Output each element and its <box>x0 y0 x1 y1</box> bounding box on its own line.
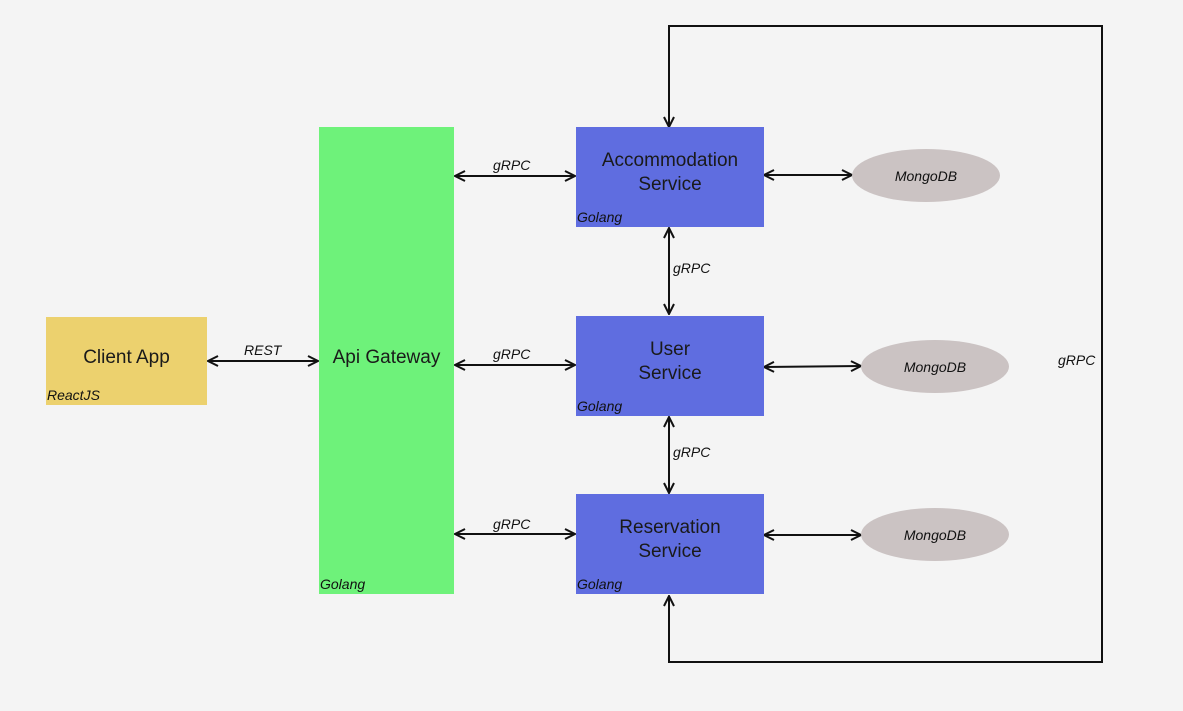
reservation-service-box: Reservation Service Golang <box>576 494 764 594</box>
accommodation-service-tech: Golang <box>577 209 623 225</box>
arrow-user-db <box>764 366 861 367</box>
user-service-title-line2: Service <box>638 363 702 384</box>
user-service-tech: Golang <box>577 398 623 414</box>
reservation-mongodb: MongoDB <box>861 508 1009 561</box>
client-app-title: Client App <box>83 347 170 368</box>
label-accommodation-user: gRPC <box>673 260 711 276</box>
label-gateway-reservation: gRPC <box>493 516 531 532</box>
reservation-service-title-line2: Service <box>638 541 702 562</box>
reservation-service-title-line1: Reservation <box>619 517 721 538</box>
accommodation-mongodb: MongoDB <box>852 149 1000 202</box>
accommodation-service-title-line1: Accommodation <box>601 150 739 171</box>
accommodation-service-title-line2: Service <box>638 174 702 195</box>
label-gateway-user: gRPC <box>493 346 531 362</box>
api-gateway-tech: Golang <box>320 576 366 592</box>
label-user-reservation: gRPC <box>673 444 711 460</box>
label-gateway-accommodation: gRPC <box>493 157 531 173</box>
user-mongodb: MongoDB <box>861 340 1009 393</box>
accommodation-service-box: Accommodation Service Golang <box>576 127 764 227</box>
client-app-tech: ReactJS <box>47 387 100 403</box>
label-client-gateway: REST <box>244 342 282 358</box>
api-gateway-box: Api Gateway Golang <box>319 127 454 594</box>
user-service-box: User Service Golang <box>576 316 764 416</box>
reservation-service-tech: Golang <box>577 576 623 592</box>
user-service-title-line1: User <box>649 339 691 360</box>
client-app-box: Client App ReactJS <box>46 317 207 405</box>
api-gateway-title: Api Gateway <box>332 347 441 368</box>
label-accommodation-reservation: gRPC <box>1058 352 1096 368</box>
arrow-accommodation-reservation-loop <box>669 25 1103 663</box>
